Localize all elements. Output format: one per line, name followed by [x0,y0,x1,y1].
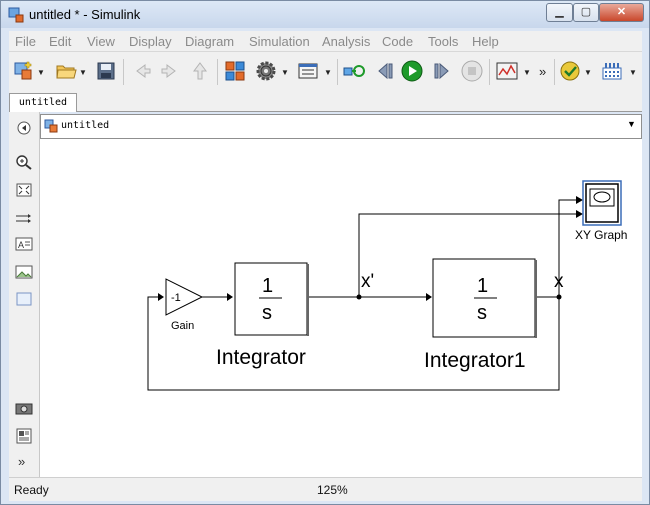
integrator-numerator: 1 [262,275,273,297]
scope-dropdown-icon[interactable]: ▼ [523,68,531,77]
library-browser-icon[interactable] [224,60,246,82]
step-back-icon[interactable] [375,60,397,82]
model-explorer-icon[interactable] [297,60,319,82]
toolbar-separator [123,59,124,85]
run-simulation-icon[interactable] [401,60,423,82]
forward-arrow-icon[interactable] [159,60,181,82]
signal-line-x-to-xy [558,199,576,297]
fit-to-view-icon[interactable] [15,182,33,198]
settings-dropdown-icon[interactable]: ▼ [281,68,289,77]
gain-label: Gain [171,320,194,332]
menu-view[interactable]: View [87,34,115,49]
gain-block[interactable] [165,278,204,316]
title-bar: untitled * - Simulink ▁ ▢ ✕ [1,1,649,28]
feedback-line [147,296,560,391]
window-title: untitled * - Simulink [29,7,141,22]
open-folder-icon[interactable] [55,60,77,82]
toolbar-separator [554,59,555,85]
menu-edit[interactable]: Edit [49,34,72,49]
model-data-icon[interactable] [15,428,33,444]
status-text: Ready [14,483,49,497]
toolbar: ▼ ▼ ▼ [9,52,642,93]
integrator1-denominator: s [477,302,487,324]
maximize-button[interactable]: ▢ [573,3,599,22]
integrator1-numerator: 1 [477,275,488,297]
advisor-dropdown-icon[interactable]: ▼ [584,68,592,77]
model-path: untitled [61,120,110,131]
expand-palette-icon[interactable]: » [18,454,26,469]
gear-icon[interactable] [255,60,277,82]
back-arrow-icon[interactable] [131,60,153,82]
build-dropdown-icon[interactable]: ▼ [629,68,637,77]
signal-line-xprime-to-xy [358,213,576,297]
new-model-icon[interactable] [13,60,35,82]
integrator1-label: Integrator1 [424,349,526,372]
toolbar-separator [337,59,338,85]
scope-viewer-icon[interactable] [496,60,518,82]
step-forward-icon[interactable] [431,60,453,82]
annotation-icon[interactable]: A [15,236,33,252]
menu-bar: File Edit View Display Diagram Simulatio… [9,31,642,52]
model-icon [44,119,58,133]
toolbar-separator [489,59,490,85]
save-icon[interactable] [95,60,117,82]
model-canvas[interactable]: -1 Gain 1 s Integrator 1 s Integrator1 x… [40,139,642,477]
branch-point [556,294,562,300]
build-model-icon[interactable] [601,60,623,82]
xy-graph-label: XY Graph [575,228,627,242]
integrator-label: Integrator [216,346,306,369]
model-tab-strip: untitled [9,92,642,112]
left-palette: A » [9,112,40,477]
block-diagram: -1 Gain 1 s Integrator 1 s Integrator1 x… [147,180,627,391]
signal-lines-icon[interactable] [15,210,33,226]
status-bar: Ready 125% [9,477,642,501]
hide-browser-icon[interactable] [15,120,33,136]
zoom-icon[interactable] [15,154,33,170]
image-icon[interactable] [15,264,33,280]
arrowhead [158,293,164,301]
menu-diagram[interactable]: Diagram [185,34,235,49]
arrowhead [576,196,583,204]
menu-display[interactable]: Display [129,34,172,49]
more-tools-icon[interactable]: » [539,64,547,79]
arrowhead [227,293,233,301]
menu-code[interactable]: Code [382,34,414,49]
close-button[interactable]: ✕ [599,3,644,22]
arrowhead [576,210,583,218]
area-icon[interactable] [15,291,33,307]
menu-file[interactable]: File [15,34,36,49]
simulink-app-icon [8,7,24,23]
menu-tools[interactable]: Tools [428,34,459,49]
menu-help[interactable]: Help [472,34,499,49]
block-shadow [535,260,537,338]
signal-label-x: x [554,271,564,292]
new-model-dropdown-icon[interactable]: ▼ [37,68,45,77]
explorer-dropdown-icon[interactable]: ▼ [324,68,332,77]
stop-simulation-icon[interactable] [461,60,483,82]
integrator-block[interactable] [234,262,308,336]
zoom-level: 125% [317,483,348,497]
integrator-denominator: s [262,302,272,324]
xy-graph-icon [593,191,611,203]
up-arrow-icon[interactable] [189,60,211,82]
toolbar-separator [217,59,218,85]
tab-untitled[interactable]: untitled [9,93,77,112]
open-dropdown-icon[interactable]: ▼ [79,68,87,77]
minimize-button[interactable]: ▁ [546,3,573,22]
branch-point [356,294,362,300]
arrowhead [426,293,432,301]
model-advisor-icon[interactable] [559,60,581,82]
block-shadow [307,264,309,336]
screenshot-camera-icon[interactable] [15,400,33,416]
menu-analysis[interactable]: Analysis [322,34,371,49]
menu-simulation[interactable]: Simulation [249,34,310,49]
model-path-bar[interactable]: untitled ▼ [40,114,642,139]
svg-text:A: A [18,240,24,250]
path-dropdown-icon[interactable]: ▼ [627,119,636,129]
gain-value: -1 [171,292,181,304]
update-diagram-icon[interactable] [343,60,365,82]
signal-label-xprime: x' [361,271,374,292]
